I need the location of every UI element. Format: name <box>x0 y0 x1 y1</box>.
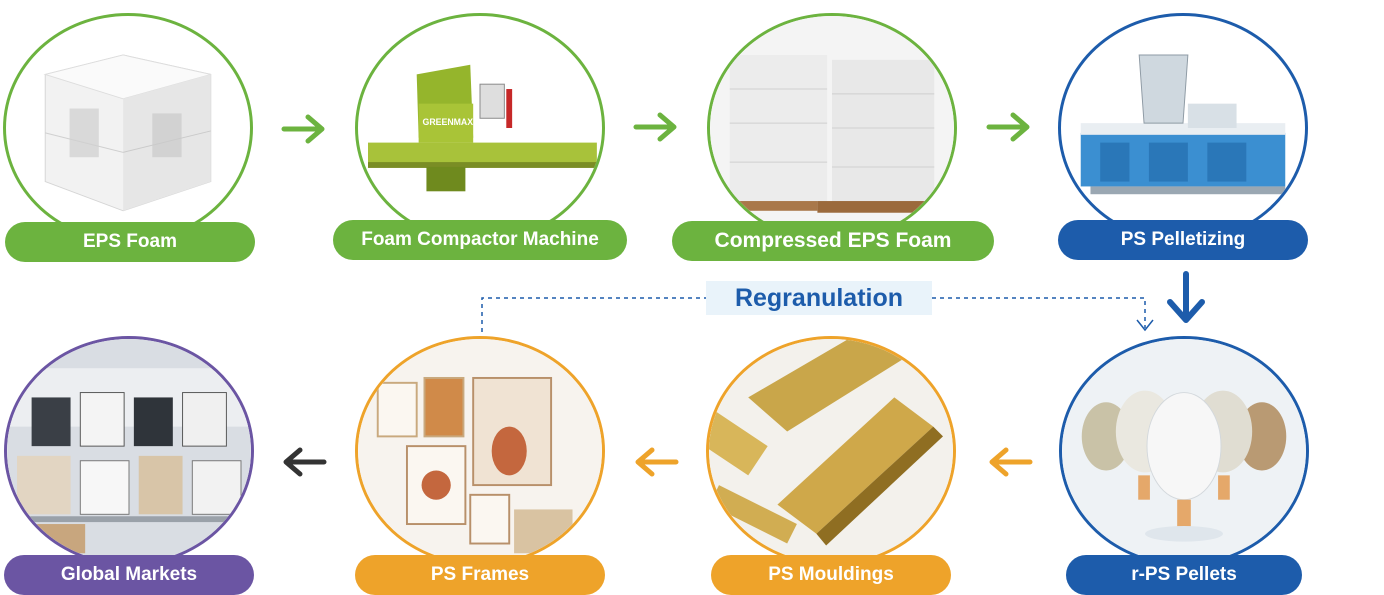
compressed-foam-image <box>707 13 957 243</box>
compressed-foam-stack-illustration <box>710 16 954 240</box>
pelletizing-image <box>1058 13 1308 243</box>
pellets-label: r-PS Pellets <box>1066 555 1302 595</box>
pelletizing-label: PS Pelletizing <box>1058 220 1308 260</box>
mouldings-label: PS Mouldings <box>711 555 951 595</box>
compactor-machine-illustration: GREENMAX <box>368 64 597 192</box>
compressed-foam-label: Compressed EPS Foam <box>672 221 994 261</box>
arrow-right-icon <box>633 112 677 142</box>
arrow-left-icon <box>635 447 679 477</box>
eps-foam-block-illustration <box>43 54 212 212</box>
regranulation-dashed-line-right <box>932 297 1146 328</box>
mouldings-illustration <box>709 339 953 563</box>
frames-label: PS Frames <box>355 555 605 595</box>
regranulation-dashed-line-left <box>481 297 706 332</box>
frames-wall-illustration <box>358 339 602 563</box>
eps-foam-image <box>3 13 253 243</box>
regranulation-label: Regranulation <box>706 281 932 315</box>
compactor-label: Foam Compactor Machine <box>333 220 627 260</box>
arrow-right-icon <box>986 112 1030 142</box>
pellets-image <box>1059 336 1309 566</box>
frames-image <box>355 336 605 566</box>
global-markets-label: Global Markets <box>4 555 254 595</box>
store-shelves-illustration <box>7 339 251 563</box>
mouldings-image <box>706 336 956 566</box>
regranulation-arrowhead <box>1136 319 1154 332</box>
machine-brand-text: GREENMAX <box>423 117 474 127</box>
arrow-left-icon <box>989 447 1033 477</box>
arrow-right-icon <box>281 114 325 144</box>
arrow-down-icon <box>1167 271 1205 323</box>
compactor-image: GREENMAX <box>355 13 605 243</box>
global-markets-image <box>4 336 254 566</box>
pelletizing-machine-illustration <box>1080 54 1286 195</box>
eps-foam-label: EPS Foam <box>5 222 255 262</box>
pellets-flasks-illustration <box>1062 339 1306 563</box>
arrow-left-icon <box>283 447 327 477</box>
